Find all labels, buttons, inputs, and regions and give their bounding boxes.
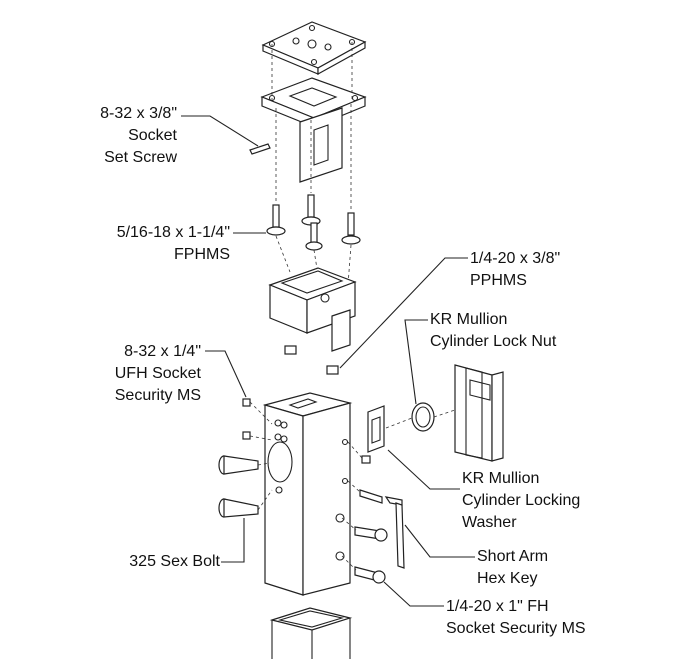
label-hex-key: Short Arm Hex Key xyxy=(477,548,549,587)
lower-alignment-lines xyxy=(249,401,456,571)
set-screw-part xyxy=(249,143,271,155)
label-locking-washer: KR Mullion Cylinder Locking Washer xyxy=(462,470,581,531)
label-fphms: 5/16-18 x 1-1/4" FPHMS xyxy=(116,224,230,263)
slotted-bracket xyxy=(260,77,367,183)
fphms-screws xyxy=(266,194,361,251)
sex-bolts xyxy=(218,455,259,518)
lower-tube xyxy=(269,607,353,659)
label-set-screw: 8-32 x 3/8" Socket Set Screw xyxy=(100,105,177,166)
locking-washer xyxy=(367,405,385,453)
label-fh-socket: 1/4-20 x 1" FH Socket Security MS xyxy=(446,598,586,637)
leader-lines xyxy=(181,115,475,607)
ufh-screws xyxy=(242,398,251,440)
label-ufh-socket: 8-32 x 1/4" UFH Socket Security MS xyxy=(114,343,201,404)
housing-side-screws xyxy=(354,455,388,584)
hex-key xyxy=(384,496,405,569)
lock-nut xyxy=(411,402,435,432)
upper-alignment-lines xyxy=(271,42,353,286)
main-housing xyxy=(262,392,353,596)
label-lock-nut: KR Mullion Cylinder Lock Nut xyxy=(430,311,557,350)
label-sex-bolt: 325 Sex Bolt xyxy=(129,553,220,570)
kr-mullion-channel xyxy=(454,364,504,462)
pphms-screws xyxy=(284,345,339,375)
cup-bracket xyxy=(268,267,357,352)
label-pphms: 1/4-20 x 3/8" PPHMS xyxy=(470,250,561,289)
top-mounting-plate xyxy=(261,21,367,76)
